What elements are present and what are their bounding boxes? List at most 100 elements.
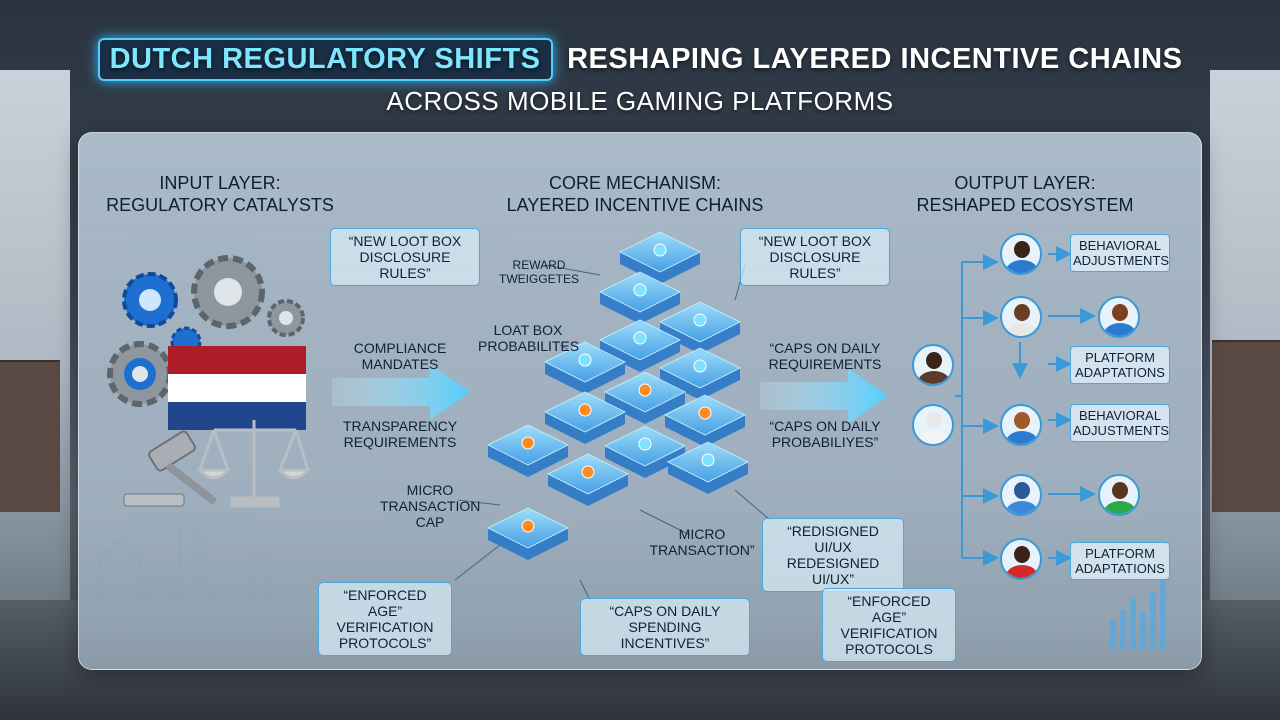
loot-box-probabilities-label: LOAT BOX PROBABILITES [478,322,580,354]
user-avatar-icon [912,404,954,446]
label-line: CAP [415,514,445,530]
box-line: BEHAVIORAL [1078,238,1162,253]
page-title: DUTCH REGULATORY SHIFTS RESHAPING LAYERE… [0,38,1280,81]
box-line: DISCLOSURE RULES” [769,249,861,281]
box-line: ADAPTATIONS [1075,365,1165,380]
label-line: “CAPS ON DAILY [769,418,881,434]
label-line: MICRO [678,526,726,542]
box-line: PROTOCOLS [845,641,933,657]
incentive-tile [543,391,627,444]
box-line: ADAPTATIONS [1075,561,1165,576]
box-line: “ENFORCED AGE” [343,587,427,619]
header-line: LAYERED INCENTIVE CHAINS [506,195,764,215]
label-line: REQUIREMENTS [343,434,457,450]
user-avatar-icon [1098,474,1140,516]
incentive-tile [543,341,627,394]
label-line: MICRO [406,482,454,498]
label-line: PROBABILITES [478,338,580,354]
label-line: PROBABILIYES” [771,434,879,450]
box-line: ADJUSTMENTS [1073,253,1170,268]
user-avatar-icon [912,344,954,386]
box-line: “REDISIGNED UI/UX [787,523,879,555]
label-line: LOAT BOX [493,322,563,338]
incentive-tile [486,424,570,477]
loot-box-disclosure-box: “NEW LOOT BOX DISCLOSURE RULES” [330,228,480,286]
output-flow-arrow [760,368,888,424]
box-line: “NEW LOOT BOX [758,233,872,249]
daily-requirements-caps-label: “CAPS ON DAILY REQUIREMENTS [755,340,895,372]
leader-line [457,499,501,506]
incentive-tile [603,425,687,478]
netherlands-flag-icon [168,346,306,430]
gear-icon [191,255,265,329]
gear-icon [267,299,305,337]
gavel-icon [123,430,217,507]
platform-adaptations-box: PLATFORM ADAPTATIONS [1070,542,1170,580]
age-verification-box-right: “ENFORCED AGE” VERIFICATION PROTOCOLS [822,588,956,662]
incentive-tile [546,453,630,506]
micro-transaction-label: MICRO TRANSACTION” [646,526,758,558]
label-line: TWEIGGETES [498,272,579,286]
reward-triggers-label: REWARD TWEIGGETES [494,258,584,286]
leader-line [544,264,601,276]
box-line: “ENFORCED AGE” [847,593,931,625]
box-line: SPENDING INCENTIVES” [620,619,710,651]
incentive-tile [598,271,682,324]
page-subtitle: ACROSS MOBILE GAMING PLATFORMS [386,86,894,116]
label-line: “CAPS ON DAILY [769,340,881,356]
transparency-requirements-label: TRANSPARENCY REQUIREMENTS [330,418,470,450]
box-line: ADJUSTMENTS [1073,423,1170,438]
incentive-tile [663,394,747,447]
age-verification-box: “ENFORCED AGE” VERIFICATION PROTOCOLS” [318,582,452,656]
platform-adaptations-box: PLATFORM ADAPTATIONS [1070,346,1170,384]
label-line: REQUIREMENTS [768,356,882,372]
box-line: DISCLOSURE RULES” [359,249,451,281]
leader-line [734,489,771,521]
box-line: VERIFICATION [336,619,434,635]
daily-spending-caps-box: “CAPS ON DAILY SPENDING INCENTIVES” [580,598,750,656]
gear-icon [122,272,178,328]
input-flow-arrow [332,364,470,420]
leader-line [454,544,501,581]
user-avatar-icon [1000,233,1042,275]
header-line: RESHAPED ECOSYSTEM [916,195,1134,215]
label-line: MANDATES [361,356,439,372]
leader-line [639,509,691,536]
title-highlight: DUTCH REGULATORY SHIFTS [97,38,553,81]
incentive-tile [486,507,570,560]
box-line: PROTOCOLS” [338,635,432,651]
incentive-tile [658,347,742,400]
scales-of-justice-icon [196,420,312,508]
box-line: PLATFORM [1085,350,1155,365]
incentive-tile [666,441,750,494]
incentive-tile [598,319,682,372]
input-layer-header: INPUT LAYER: REGULATORY CATALYSTS [100,172,340,216]
daily-probabilities-caps-label: “CAPS ON DAILY PROBABILIYES” [755,418,895,450]
background-building [1212,340,1280,512]
user-avatar-icon [1000,404,1042,446]
user-avatar-icon [1000,474,1042,516]
label-line: TRANSACTION” [649,542,755,558]
user-avatar-icon [1000,538,1042,580]
background-window-left [0,70,70,610]
behavioral-adjustments-box: BEHAVIORAL ADJUSTMENTS [1070,404,1170,442]
core-mechanism-header: CORE MECHANISM: LAYERED INCENTIVE CHAINS [490,172,780,216]
box-line: “CAPS ON DAILY [609,603,721,619]
incentive-tile [603,371,687,424]
title-rest: RESHAPING LAYERED INCENTIVE CHAINS [567,43,1183,75]
loot-box-disclosure-box-right: “NEW LOOT BOX DISCLOSURE RULES” [740,228,890,286]
header-line: INPUT LAYER: [159,173,281,193]
header-line: CORE MECHANISM: [548,173,721,193]
user-avatar-icon [1098,296,1140,338]
header-line: REGULATORY CATALYSTS [106,195,334,215]
box-line: PLATFORM [1085,546,1155,561]
box-line: “NEW LOOT BOX [348,233,462,249]
box-line: REDESIGNED UI/UX” [786,555,880,587]
micro-transaction-cap-label: MICRO TRANSACTION CAP [380,482,480,530]
box-line: VERIFICATION [840,625,938,641]
background-building [0,360,60,512]
box-line: BEHAVIORAL [1078,408,1162,423]
